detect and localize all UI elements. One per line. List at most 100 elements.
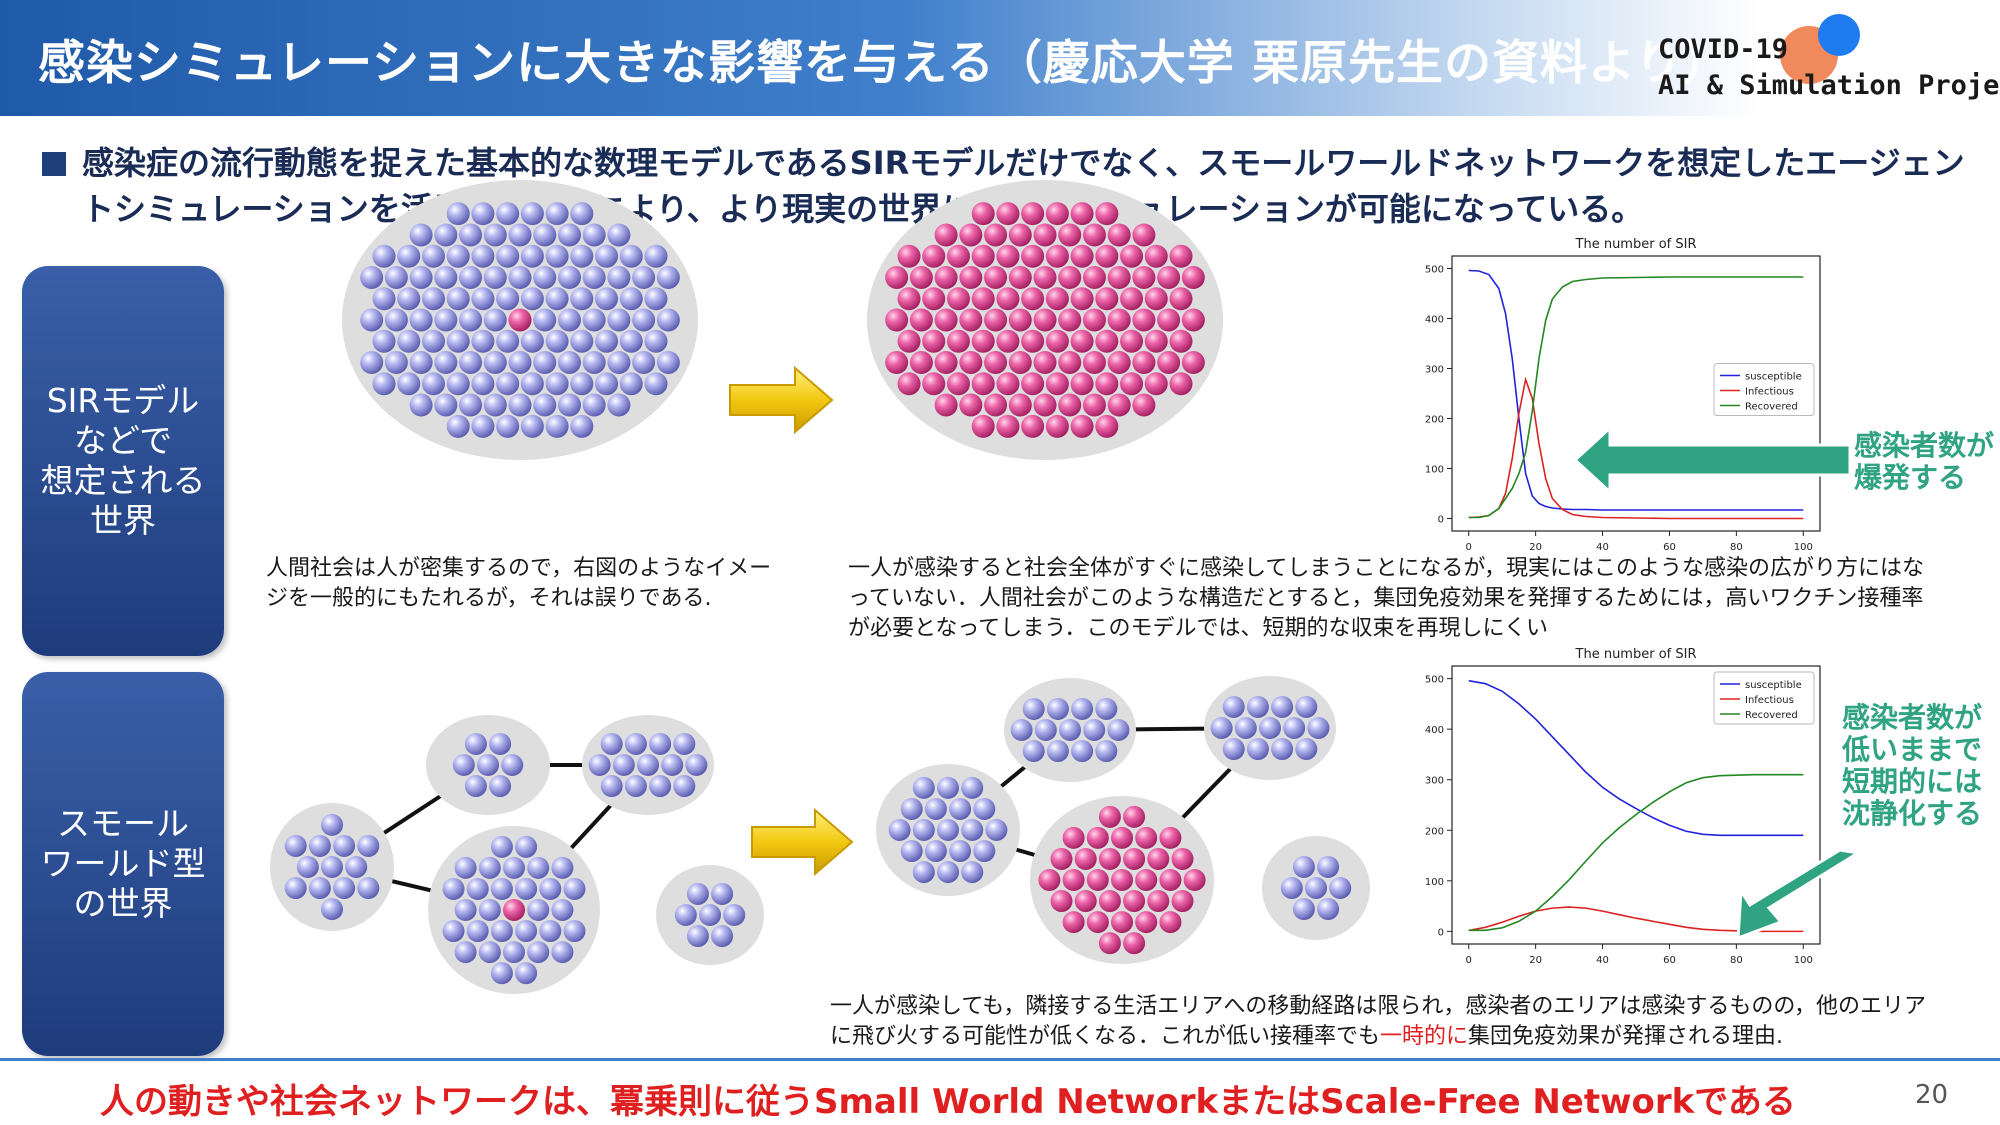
- infected-agent: [1008, 223, 1032, 247]
- healthy-agent: [570, 329, 594, 353]
- healthy-agent: [459, 308, 483, 332]
- healthy-agent: [501, 754, 524, 776]
- infected-agent: [1181, 265, 1205, 289]
- healthy-agent: [1246, 695, 1269, 718]
- infected-agent: [1159, 911, 1182, 934]
- annotation-line: 低いままで: [1842, 733, 1983, 766]
- infected-agent: [1045, 329, 1069, 353]
- healthy-agent: [1259, 717, 1281, 739]
- conclusion-text: 人の動きや社会ネットワークは、冪乗則に従うSmall World Network…: [100, 1082, 1796, 1122]
- healthy-agent: [624, 732, 647, 755]
- healthy-agent: [607, 265, 631, 289]
- infected-agent: [1169, 287, 1193, 311]
- healthy-agent: [360, 265, 384, 289]
- infected-agent: [1123, 932, 1146, 955]
- healthy-agent: [442, 920, 465, 943]
- healthy-agent: [464, 732, 487, 755]
- healthy-agent: [1280, 877, 1303, 899]
- healthy-agent: [600, 775, 623, 798]
- healthy-agent: [1329, 877, 1352, 899]
- healthy-agent: [483, 223, 507, 247]
- healthy-agent: [321, 856, 343, 878]
- healthy-agent: [563, 920, 586, 943]
- infected-agent: [1050, 890, 1073, 913]
- infected-agent: [1159, 826, 1182, 849]
- infected-agent: [1058, 223, 1082, 247]
- healthy-agent: [357, 834, 380, 857]
- infected-agent: [1144, 244, 1168, 268]
- healthy-agent: [372, 329, 396, 353]
- healthy-agent: [459, 265, 483, 289]
- healthy-agent: [644, 372, 668, 396]
- healthy-agent: [557, 351, 581, 375]
- healthy-agent: [1022, 697, 1045, 720]
- healthy-agent: [496, 244, 520, 268]
- infected-agent: [1033, 393, 1057, 417]
- healthy-agent: [545, 414, 569, 438]
- infected-agent: [503, 899, 525, 921]
- infected-agent: [1098, 805, 1121, 828]
- infected-agent: [1033, 351, 1057, 375]
- healthy-agent: [1034, 719, 1057, 741]
- infected-agent: [959, 351, 983, 375]
- healthy-agent: [1046, 697, 1069, 720]
- healthy-agent: [619, 244, 643, 268]
- healthy-agent: [686, 882, 709, 905]
- healthy-agent: [446, 244, 470, 268]
- healthy-agent: [674, 904, 697, 926]
- healthy-agent: [656, 308, 680, 332]
- infected-agent: [1070, 287, 1094, 311]
- healthy-agent: [496, 372, 520, 396]
- x-tick-label: 40: [1596, 955, 1609, 966]
- healthy-agent: [1083, 719, 1106, 741]
- healthy-agent: [924, 840, 947, 863]
- logo-line-1: COVID-19: [1658, 34, 1789, 65]
- healthy-agent: [973, 840, 996, 863]
- y-tick-label: 300: [1425, 365, 1444, 376]
- infected-agent: [1033, 308, 1057, 332]
- healthy-agent: [483, 265, 507, 289]
- healthy-agent: [582, 393, 606, 417]
- y-tick-label: 0: [1438, 515, 1444, 526]
- healthy-agent: [397, 244, 421, 268]
- healthy-agent: [527, 899, 550, 921]
- chart-title: The number of SIR: [1575, 647, 1697, 662]
- infected-agent: [1082, 351, 1106, 375]
- series-line-susceptible: [1468, 679, 1804, 837]
- healthy-agent: [711, 882, 734, 905]
- infected-agent: [1183, 869, 1206, 891]
- healthy-agent: [637, 754, 659, 776]
- healthy-agent: [557, 265, 581, 289]
- infected-agent: [1045, 287, 1069, 311]
- x-tick-label: 20: [1529, 955, 1542, 966]
- infected-agent: [922, 287, 946, 311]
- healthy-agent: [459, 223, 483, 247]
- infected-agent: [1082, 308, 1106, 332]
- infected-agent: [1169, 329, 1193, 353]
- healthy-agent: [520, 287, 544, 311]
- infected-agent: [996, 244, 1020, 268]
- infected-agent: [1135, 911, 1158, 934]
- desc-sir: 一人が感染すると社会全体がすぐに感染してしまうことになるが，現実にはこのような感…: [848, 556, 1925, 641]
- healthy-agent: [649, 732, 672, 755]
- infected-agent: [971, 287, 995, 311]
- healthy-agent: [296, 856, 319, 878]
- infected-agent: [1008, 351, 1032, 375]
- healthy-agent: [900, 797, 923, 820]
- healthy-agent: [557, 223, 581, 247]
- infected-agent: [1132, 351, 1156, 375]
- infected-agent: [1171, 847, 1194, 870]
- infected-agent: [1120, 287, 1144, 311]
- panel-sir-world: SIRモデル などで 想定される 世界: [22, 266, 224, 656]
- infected-agent: [1132, 265, 1156, 289]
- infected-agent: [959, 393, 983, 417]
- header-bar: 感染シミュレーションに大きな影響を与える（慶応大学 栗原先生の資料より） COV…: [0, 0, 2000, 116]
- infected-agent: [1082, 265, 1106, 289]
- healthy-agent: [508, 223, 532, 247]
- healthy-agent: [446, 287, 470, 311]
- healthy-agent: [545, 244, 569, 268]
- healthy-agent: [477, 754, 499, 776]
- healthy-agent: [421, 287, 445, 311]
- infected-agent: [1021, 202, 1045, 226]
- healthy-agent: [508, 265, 532, 289]
